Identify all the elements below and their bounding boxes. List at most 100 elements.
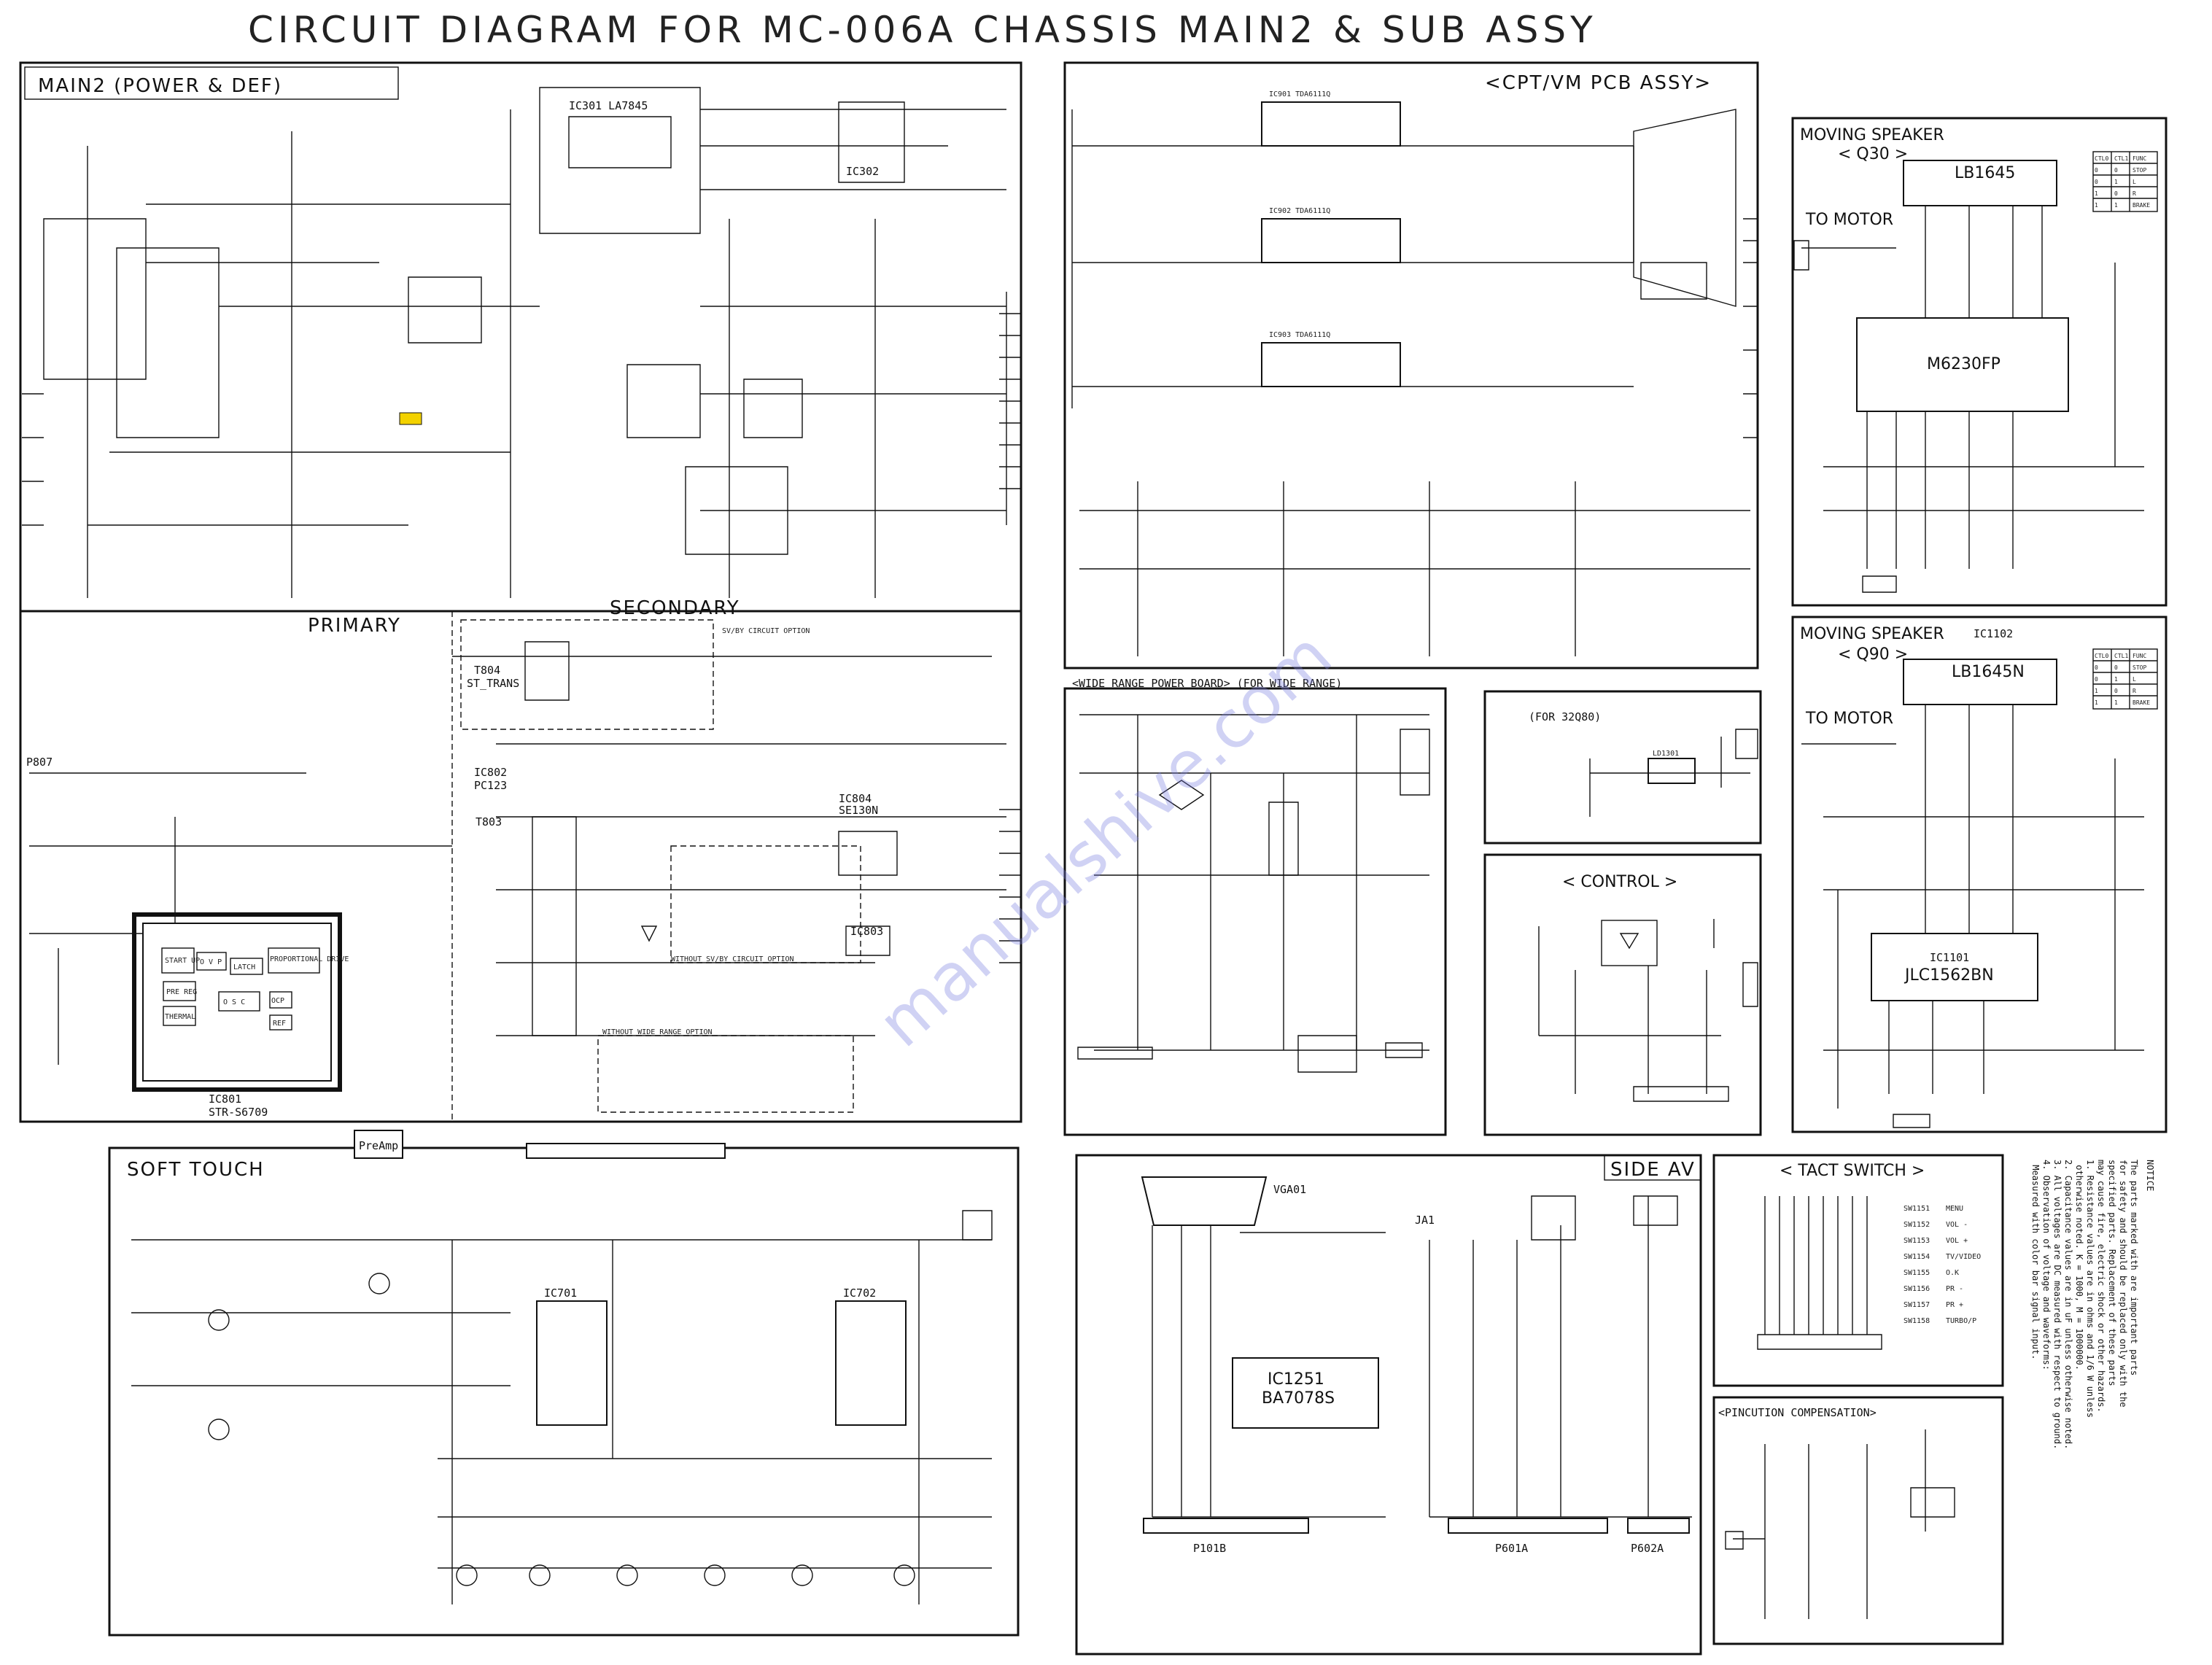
p101b-connector xyxy=(1143,1518,1309,1534)
p807-label: P807 xyxy=(26,756,53,769)
ld1301-box xyxy=(1648,758,1696,784)
side-av-label-box xyxy=(1604,1154,1701,1181)
soft-touch-wiring xyxy=(131,1210,993,1604)
notice-line: otherwise noted. K = 1000, M = 1000000. xyxy=(2074,1160,2084,1370)
p602a-connector xyxy=(1627,1518,1690,1534)
notice-line: 2. Capacitance values are in uF unless o… xyxy=(2063,1160,2073,1449)
moving-speaker-q30-panel xyxy=(1791,117,2168,607)
pincushion-panel xyxy=(1712,1396,2004,1645)
p601a-label: P601A xyxy=(1495,1542,1528,1555)
ic901-label: IC901 TDA6111Q xyxy=(1269,90,1330,98)
notice-line: Measured with color bar signal input. xyxy=(2030,1160,2041,1360)
func-table-cell: STOP xyxy=(2133,664,2146,671)
wide-range-wiring xyxy=(1077,714,1430,1073)
tact-switch-id: SW1154 xyxy=(1904,1253,1930,1261)
func-table-cell: 0 xyxy=(2114,190,2118,197)
tact-switch-id: SW1158 xyxy=(1904,1317,1930,1325)
wide-range-panel xyxy=(1063,687,1447,1136)
ic1102-label: IC1102 xyxy=(1974,627,2013,640)
thermal-box xyxy=(163,1006,196,1026)
lb1645n-label: LB1645N xyxy=(1952,663,2025,681)
sv-by-option-label: SV/BY CIRCUIT OPTION xyxy=(722,627,810,635)
for-32q80-label: (FOR 32Q80) xyxy=(1529,710,1601,723)
tact-switch-function: TV/VIDEO xyxy=(1946,1253,1981,1261)
wide-range-label: <WIDE RANGE POWER BOARD> (FOR WIDE RANGE… xyxy=(1072,677,1342,690)
func-table-header: CTL1 xyxy=(2114,155,2128,162)
notice-lines: The parts marked with are important part… xyxy=(2030,1160,2139,1449)
to-motor-2-label: TO MOTOR xyxy=(1805,710,1893,728)
diagram-title: CIRCUIT DIAGRAM FOR MC-006A CHASSIS MAIN… xyxy=(248,9,1597,51)
func-table-cell: 0 xyxy=(2095,676,2098,683)
pincushion-label: <PINCUTION COMPENSATION> xyxy=(1718,1406,1877,1419)
func-table-cell: 0 xyxy=(2095,167,2098,174)
func-table-cell: R xyxy=(2133,190,2136,197)
tact-switch-function: MENU xyxy=(1946,1205,1963,1213)
func-table-cell: BRAKE xyxy=(2133,699,2150,706)
notice-line: 4. Observation of voltage and waveforms: xyxy=(2041,1160,2052,1370)
ic301-label: IC301 LA7845 xyxy=(569,99,648,112)
func-table-cell: 0 xyxy=(2095,179,2098,185)
p601a-connector xyxy=(1448,1518,1608,1534)
preamp-label: PreAmp xyxy=(359,1139,398,1152)
highlight-marker xyxy=(399,412,422,425)
tact-switch-panel xyxy=(1712,1154,2004,1387)
ic801-block xyxy=(132,912,342,1092)
func-table-header: FUNC xyxy=(2133,653,2146,659)
t804-label: T804 xyxy=(474,664,500,677)
thermal-label: THERMAL xyxy=(165,1013,195,1021)
primary-label: PRIMARY xyxy=(308,615,401,637)
ref-box xyxy=(269,1014,292,1031)
sub-assy-panel xyxy=(1075,1154,1702,1656)
latch-label: LATCH xyxy=(233,963,255,971)
moving-speaker-q90-panel xyxy=(1791,616,2168,1133)
func-table-cell: 1 xyxy=(2114,179,2118,185)
ovp-label: O V P xyxy=(200,958,222,966)
ic701-box xyxy=(536,1300,608,1426)
q30-subtitle: < Q30 > xyxy=(1838,145,1908,163)
func-table-header: CTL1 xyxy=(2114,653,2128,659)
cpt-amplifiers xyxy=(1261,101,1401,387)
tact-switch-id: SW1157 xyxy=(1904,1301,1930,1309)
q90-subtitle: < Q90 > xyxy=(1838,645,1908,664)
control-panel xyxy=(1483,853,1762,1136)
func-table-cell: L xyxy=(2133,676,2136,683)
ic1101-label: IC1101 xyxy=(1930,951,1969,964)
pre-reg-box xyxy=(163,981,196,1001)
32q80-wiring xyxy=(1589,729,1758,817)
osc-box xyxy=(218,991,260,1012)
tact-switch-function: VOL + xyxy=(1946,1237,1968,1245)
jlc1562bn-label: JLC1562BN xyxy=(1904,966,1994,985)
ic302-label: IC302 xyxy=(846,165,879,178)
func-table-cell: 1 xyxy=(2114,699,2118,706)
without-wide-range-label: WITHOUT WIDE RANGE OPTION xyxy=(602,1028,713,1036)
vga01-label: VGA01 xyxy=(1273,1183,1306,1196)
q30-wiring xyxy=(1793,206,2144,593)
q30-func-table xyxy=(2092,151,2158,212)
ic902-label: IC902 TDA6111Q xyxy=(1269,207,1330,215)
to-motor-1-label: TO MOTOR xyxy=(1805,211,1893,229)
notice-line: 1. Resistance values are in ohms and 1/6… xyxy=(2085,1160,2095,1418)
tact-switch-function: O.K xyxy=(1946,1269,1959,1277)
ic801-inner xyxy=(142,923,332,1082)
tact-switch-id: SW1156 xyxy=(1904,1285,1930,1293)
t804-name: ST_TRANS xyxy=(467,677,519,690)
soft-touch-label: SOFT TOUCH xyxy=(127,1159,265,1181)
ic903-label: IC903 TDA6111Q xyxy=(1269,331,1330,339)
cpt-vm-label: <CPT/VM PCB ASSY> xyxy=(1485,72,1712,94)
ic801-label: IC801 xyxy=(209,1092,241,1106)
ocp-label: OCP xyxy=(271,997,284,1005)
start-up-box xyxy=(161,947,195,974)
func-table-cell: R xyxy=(2133,688,2136,694)
ba7078s-label: BA7078S xyxy=(1262,1389,1335,1408)
ic1251-label: IC1251 xyxy=(1268,1370,1324,1389)
control-label: < CONTROL > xyxy=(1562,873,1677,891)
osc-label: O S C xyxy=(223,998,245,1006)
prop-drive-box xyxy=(268,947,320,974)
ja1-label: JA1 xyxy=(1415,1214,1435,1227)
ic702-box xyxy=(835,1300,907,1426)
ic801-part: STR-S6709 xyxy=(209,1106,268,1119)
tact-switch-function: TURBO/P xyxy=(1946,1317,1976,1325)
